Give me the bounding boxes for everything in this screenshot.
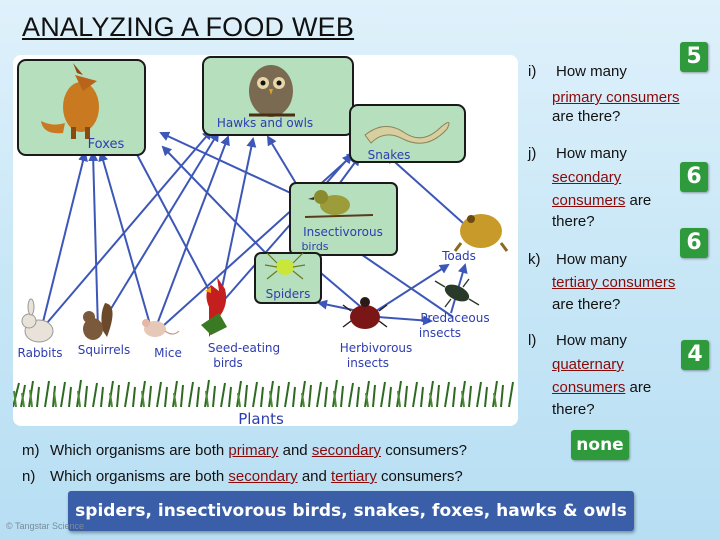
question-n-post: consumers? <box>381 468 463 485</box>
rabbit-icon <box>21 298 54 343</box>
herbivorous-insect-icon <box>342 297 388 329</box>
question-j-line2: secondary <box>552 168 621 187</box>
question-l: l) How many <box>528 331 627 350</box>
mouse-icon <box>142 319 180 337</box>
question-m-word-2: secondary <box>311 442 382 459</box>
label-mice: Mice <box>154 346 182 360</box>
arrow-mice-foxes <box>98 151 154 336</box>
fox-icon <box>41 63 99 139</box>
label-herbivorous-2: insects <box>347 356 389 370</box>
copyright: © Tangstar Science <box>6 521 85 531</box>
question-k-number: k) <box>528 251 541 268</box>
label-insectivorous-birds-1: Insectivorous <box>303 225 383 239</box>
arrow-rabbits-foxes <box>40 151 88 331</box>
seed-eating-bird-icon <box>201 277 227 337</box>
question-m-word-1: primary <box>228 442 279 459</box>
question-l-text: How many <box>556 332 627 349</box>
label-squirrels: Squirrels <box>78 343 131 357</box>
question-k-line3: are there? <box>552 296 621 313</box>
question-m: m) Which organisms are both primary and s… <box>22 442 467 459</box>
label-snakes: Snakes <box>368 148 411 162</box>
spider-icon <box>264 252 306 280</box>
question-k-highlight: tertiary consumers <box>552 274 676 291</box>
label-predaceous-2: insects <box>419 326 461 340</box>
label-foxes: Foxes <box>88 137 125 152</box>
label-insectivorous-birds-2: birds <box>301 240 328 253</box>
label-seed-eating-1: Seed-eating <box>208 341 280 355</box>
question-j-rest-1: are <box>629 192 652 209</box>
answer-k: 6 <box>680 228 708 258</box>
question-l-rest-1: are <box>629 379 652 396</box>
question-j-highlight-1: secondary <box>552 169 622 186</box>
food-web-svg: Foxes Hawks and owls Snakes Insectivorou… <box>13 56 514 426</box>
answer-m: none <box>571 430 629 460</box>
question-l-line3: consumers are <box>552 378 651 397</box>
question-j-number: j) <box>528 145 537 162</box>
arrow-mice-hawks <box>152 135 230 336</box>
question-i-line2: primary consumers <box>552 88 680 107</box>
question-k-line2: tertiary consumers <box>552 273 675 292</box>
question-k: k) How many <box>528 250 627 269</box>
squirrel-icon <box>83 303 113 340</box>
label-spiders: Spiders <box>266 287 311 301</box>
label-toads: Toads <box>441 249 476 263</box>
question-l-line2: quaternary <box>552 355 624 374</box>
question-l-line4: there? <box>552 401 595 418</box>
question-n: n) Which organisms are both secondary and… <box>22 468 463 485</box>
question-n-word-2: tertiary <box>331 468 377 485</box>
grass <box>13 379 514 408</box>
label-herbivorous-1: Herbivorous <box>340 341 413 355</box>
arrow-seedbirds-snakes <box>217 153 353 308</box>
question-j-line4: there? <box>552 213 595 230</box>
arrow-seedbirds-foxes <box>132 145 219 308</box>
question-m-number: m) <box>22 442 40 459</box>
snake-icon <box>364 122 450 144</box>
arrow-herbinsects-predinsects <box>377 315 433 326</box>
predaceous-insect-icon <box>434 278 480 308</box>
question-m-pre: Which organisms are both <box>50 442 225 459</box>
question-j-line3: consumers are <box>552 191 651 210</box>
label-rabbits: Rabbits <box>18 346 63 360</box>
question-i-highlight: primary consumers <box>552 89 680 106</box>
arrow-squirrels-foxes <box>88 151 99 331</box>
label-seed-eating-2: birds <box>213 356 243 370</box>
insectivorous-bird-icon <box>304 190 374 218</box>
arrow-rabbits-hawks <box>40 129 213 331</box>
question-i: i) How many <box>528 62 627 81</box>
question-m-post: consumers? <box>385 442 467 459</box>
page-title: ANALYZING A FOOD WEB <box>22 12 355 42</box>
answer-l: 4 <box>681 340 709 370</box>
question-l-highlight-2: consumers <box>552 379 626 396</box>
question-n-word-1: secondary <box>228 468 298 485</box>
question-n-and: and <box>301 468 327 485</box>
question-i-text: How many <box>556 63 627 80</box>
label-plants: Plants <box>238 410 284 426</box>
label-predaceous-1: Predaceous <box>420 311 489 325</box>
question-l-highlight-1: quaternary <box>552 356 624 373</box>
answer-j: 6 <box>680 162 708 192</box>
question-j: j) How many <box>528 144 627 163</box>
snakes-node <box>349 104 466 163</box>
toad-icon <box>453 214 509 252</box>
owl-icon <box>249 65 295 117</box>
question-n-number: n) <box>22 468 36 485</box>
arrow-insbirds-foxes <box>159 131 296 196</box>
question-i-line3: are there? <box>552 108 621 125</box>
question-k-text: How many <box>556 251 627 268</box>
answer-i: 5 <box>680 42 708 72</box>
question-j-text: How many <box>556 145 627 162</box>
question-j-highlight-2: consumers <box>552 192 626 209</box>
question-i-number: i) <box>528 63 537 80</box>
food-web-diagram: Foxes Hawks and owls Snakes Insectivorou… <box>13 55 518 426</box>
arrow-toads-snakes <box>385 153 464 224</box>
question-n-pre: Which organisms are both <box>50 468 225 485</box>
question-m-and: and <box>282 442 308 459</box>
arrow-squirrels-hawks <box>97 131 220 331</box>
question-l-number: l) <box>528 332 537 349</box>
answer-n: spiders, insectivorous birds, snakes, fo… <box>68 491 634 531</box>
label-hawks: Hawks and owls <box>217 116 313 130</box>
